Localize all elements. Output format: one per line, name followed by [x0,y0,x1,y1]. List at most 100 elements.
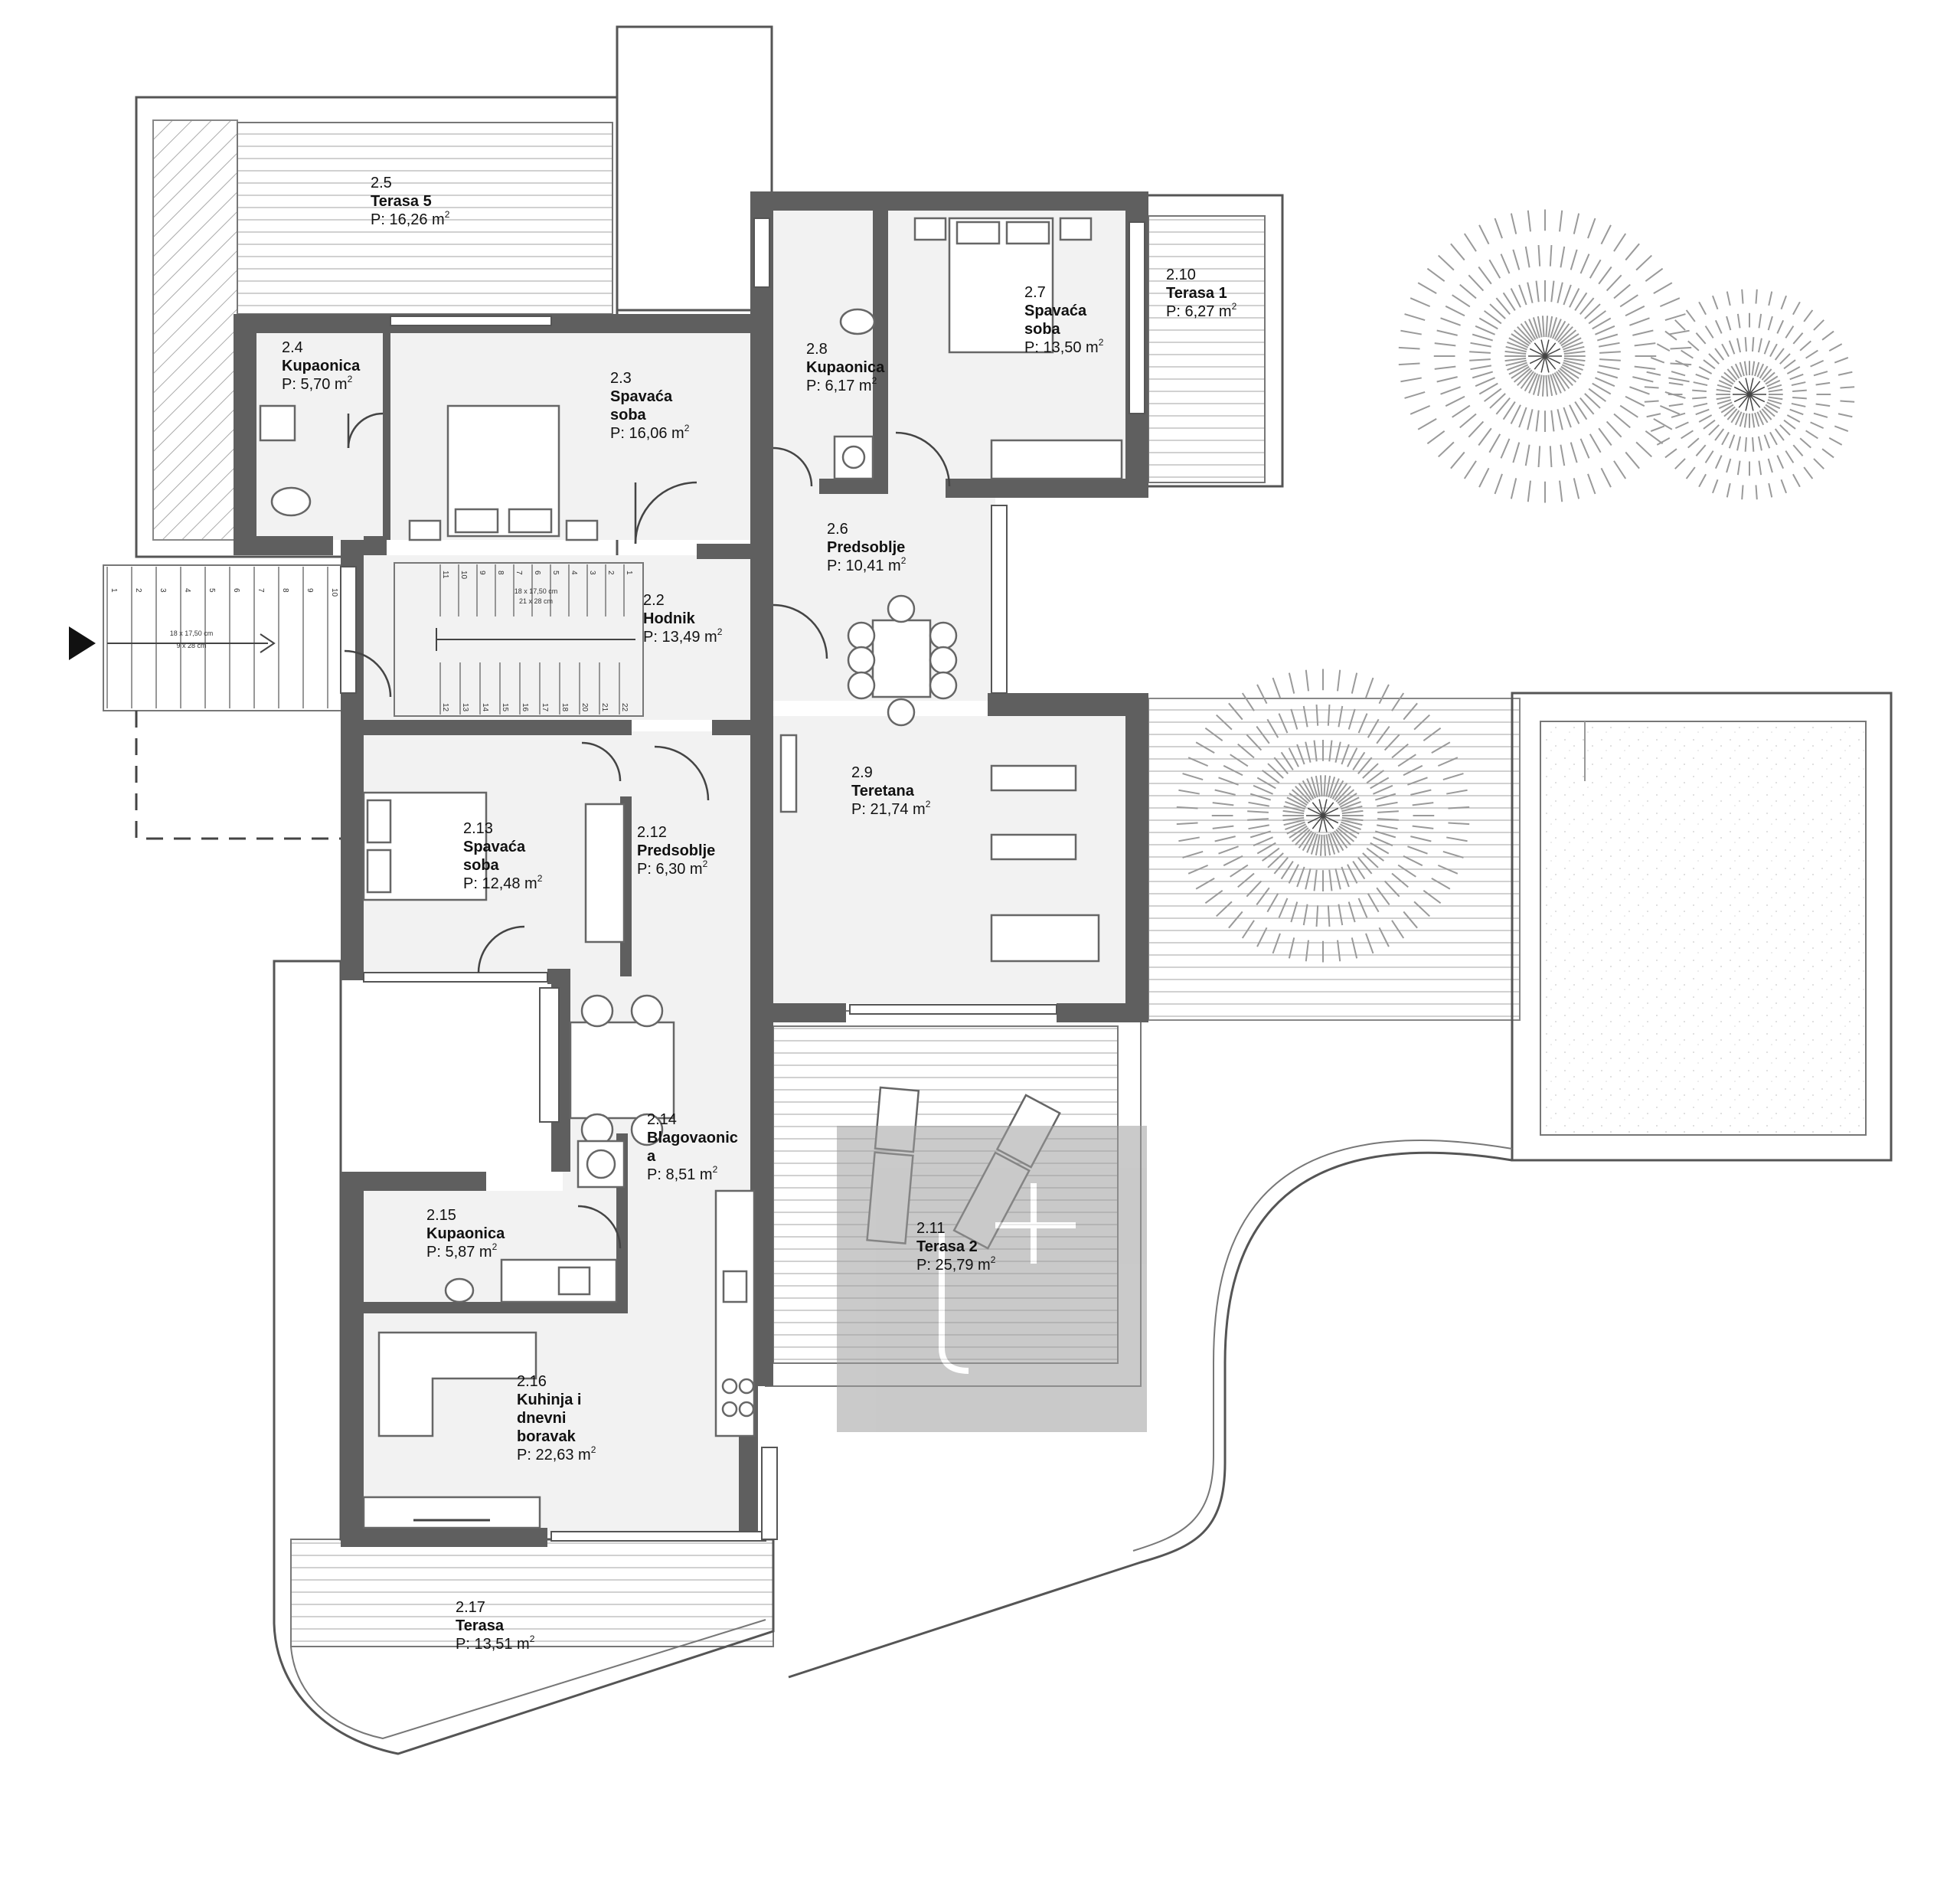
area-unit-superscript: 2 [926,799,931,809]
room-name: boravak [517,1428,577,1445]
windows [340,217,1145,1542]
room-name: soba [463,857,500,874]
step-number: 9 [478,571,486,575]
room-area: P: 22,63 m2 [517,1444,596,1463]
room-number: 2.16 [517,1373,547,1390]
tv-unit [362,1496,541,1529]
outer-stairs-note-1: 18 x 17,50 cm [170,630,214,637]
room-number: 2.7 [1024,284,1046,301]
room-area: P: 6,30 m2 [637,858,708,878]
room-number: 2.5 [371,175,392,191]
room-area: P: 12,48 m2 [463,873,543,892]
step-number: 10 [459,571,468,580]
toilet [444,1277,475,1303]
room-number: 2.8 [806,341,828,358]
area-unit-superscript: 2 [703,858,708,869]
step-number: 22 [620,703,629,712]
room-name: Predsoblje [637,842,715,859]
room-area: P: 13,49 m2 [643,626,723,646]
room-name: a [647,1148,656,1165]
room-area: P: 8,51 m2 [647,1164,718,1183]
room-name: soba [1024,321,1061,338]
step-number: 12 [441,703,449,712]
room-name: Terasa 2 [916,1238,978,1255]
room-area: P: 16,26 m2 [371,209,450,228]
room-name: soba [610,407,647,424]
step-number: 5 [207,588,216,593]
step-number: 4 [570,571,578,575]
area-unit-superscript: 2 [713,1164,718,1175]
terrace-5-area [135,25,773,558]
room-name: Terasa [456,1617,505,1634]
step-number: 5 [551,571,560,575]
kitchen-counter [714,1189,756,1437]
area-unit-superscript: 2 [1232,301,1237,312]
room-name: Blagovaonic [647,1130,738,1146]
room-name: Teretana [851,783,915,800]
area-unit-superscript: 2 [991,1254,996,1265]
room-number: 2.11 [916,1220,945,1237]
room-name: Predsoblje [827,539,905,556]
room-area: P: 25,79 m2 [916,1254,996,1274]
room-name: Kuhinja i [517,1392,581,1408]
area-unit-superscript: 2 [1099,337,1104,348]
room-number: 2.3 [610,370,632,387]
area-unit-superscript: 2 [530,1634,535,1644]
area-unit-superscript: 2 [872,375,877,386]
area-unit-superscript: 2 [492,1241,498,1252]
sink [259,404,296,442]
room-number: 2.6 [827,521,848,538]
dining-table [871,619,932,698]
step-number: 8 [281,588,289,593]
inner-stairs-note-2: 21 x 28 cm [519,597,553,605]
curved-deck-edge [788,1151,1513,1679]
step-number: 16 [521,703,529,712]
watermark-logo [837,1126,1147,1432]
room-number: 2.13 [463,820,493,837]
room-area: P: 6,17 m2 [806,375,877,394]
step-number: 11 [441,571,449,579]
room-number: 2.2 [643,592,665,609]
pool-deck [1148,692,1893,1162]
room-area: P: 13,50 m2 [1024,337,1104,356]
step-number: 1 [109,588,118,593]
step-number: 20 [580,703,589,712]
room-area: P: 13,51 m2 [456,1634,535,1653]
washing-machine [833,435,874,480]
room-number: 2.17 [456,1599,485,1616]
pool-water [1540,721,1867,1136]
step-number: 2 [606,571,615,575]
sink [557,1266,591,1296]
outer-stairs-note-2: 9 x 28 cm [176,642,206,649]
dashed-outline [135,711,341,840]
step-number: 7 [256,588,265,593]
tree-icon [1398,209,1692,503]
doors [344,412,951,1249]
room-name: Spavaća [610,388,673,405]
room-name: Kupaonica [806,359,885,376]
room-area: P: 10,41 m2 [827,555,906,574]
room-name: Kupaonica [282,358,361,374]
room-name: Terasa 5 [371,193,432,210]
step-number: 4 [183,588,191,593]
room-number: 2.4 [282,339,303,356]
room-name: Kupaonica [426,1225,505,1242]
room-name: Spavaća [1024,303,1087,319]
step-number: 17 [541,703,549,712]
step-number: 6 [232,588,240,593]
step-number: 3 [588,571,596,575]
room-area: P: 16,06 m2 [610,423,690,442]
room-area: P: 6,27 m2 [1166,301,1237,320]
area-unit-superscript: 2 [537,873,543,884]
